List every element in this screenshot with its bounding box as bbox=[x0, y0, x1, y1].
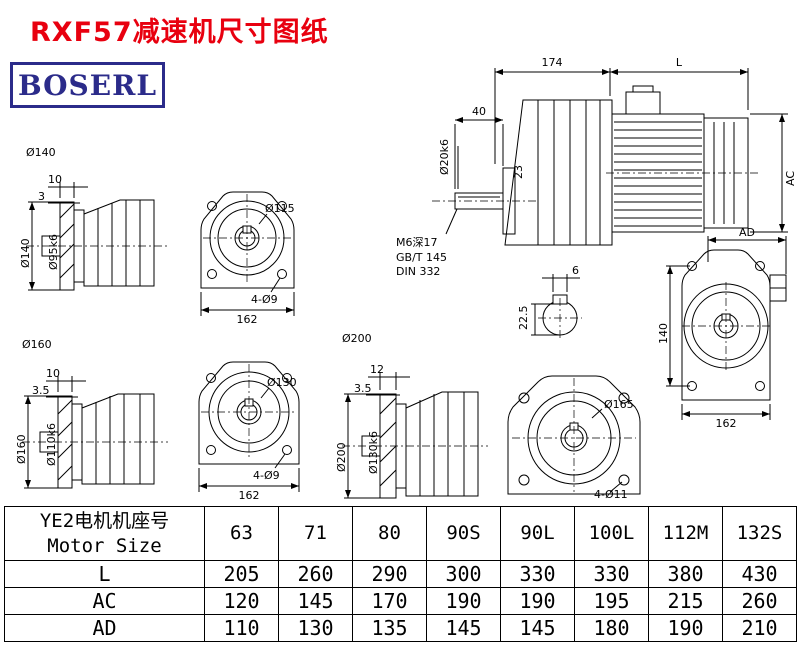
dim-flange-dia: Ø200 bbox=[335, 442, 348, 472]
column-header-90l: 90L bbox=[500, 506, 575, 561]
dim-gearbox-length: 174 bbox=[542, 56, 563, 69]
dim-height: 140 bbox=[657, 323, 670, 344]
dim-motor-height: AC bbox=[784, 171, 797, 186]
dim-pilot-depth: 3.5 bbox=[354, 382, 372, 395]
cell-ac-90s: 190 bbox=[426, 587, 501, 615]
cell-ad-100l: 180 bbox=[574, 614, 649, 642]
row-label-ad: AD bbox=[4, 614, 205, 642]
table-row-ac: AC 120 145 170 190 190 195 215 260 bbox=[4, 587, 797, 615]
column-header-63: 63 bbox=[204, 506, 279, 561]
dimension-table: YE2电机机座号 Motor Size 63 71 80 90S 90L 100… bbox=[4, 506, 797, 642]
cell-ad-112m: 190 bbox=[648, 614, 723, 642]
note-standard-gb: GB/T 145 bbox=[396, 251, 447, 264]
dim-bolt-circle: Ø130 bbox=[267, 376, 297, 389]
section-label: Ø160 bbox=[22, 338, 52, 351]
column-header-112m: 112M bbox=[648, 506, 723, 561]
cell-l-71: 260 bbox=[278, 560, 353, 588]
cell-ad-71: 130 bbox=[278, 614, 353, 642]
table-row-l: L 205 260 290 300 330 330 380 430 bbox=[4, 560, 797, 588]
flange200-side-geometry bbox=[342, 372, 488, 499]
dim-bolt-holes: 4-Ø9 bbox=[253, 469, 280, 482]
cell-l-112m: 380 bbox=[648, 560, 723, 588]
dim-flange-thickness: 12 bbox=[370, 363, 384, 376]
dim-shaft-length: 40 bbox=[472, 105, 486, 118]
cell-ad-132s: 210 bbox=[722, 614, 797, 642]
flange140-front-geometry bbox=[200, 191, 295, 316]
cell-ac-132s: 260 bbox=[722, 587, 797, 615]
cell-l-100l: 330 bbox=[574, 560, 649, 588]
dim-pilot-dia: Ø95k6 bbox=[47, 234, 60, 270]
dim-pilot-dia: Ø110k6 bbox=[45, 423, 58, 466]
rear-view-geometry bbox=[666, 236, 787, 420]
cell-ac-112m: 215 bbox=[648, 587, 723, 615]
main-assembly-geometry bbox=[432, 68, 788, 340]
dim-width: 162 bbox=[237, 313, 258, 326]
view-flange200-side: Ø200 12 3.5 Ø200 Ø13 bbox=[335, 332, 488, 499]
cell-l-90s: 300 bbox=[426, 560, 501, 588]
dim-bolt-circle: Ø165 bbox=[604, 398, 634, 411]
section-label: Ø140 bbox=[26, 146, 56, 159]
page-title: RXF57减速机尺寸图纸 bbox=[30, 17, 329, 48]
dim-flange-thickness: 10 bbox=[48, 173, 62, 186]
flange160-side-geometry bbox=[22, 376, 168, 489]
motor-size-header-en: Motor Size bbox=[47, 534, 162, 557]
cell-ad-63: 110 bbox=[204, 614, 279, 642]
dim-motor-length: L bbox=[676, 56, 683, 69]
cell-ac-80: 170 bbox=[352, 587, 427, 615]
cell-ad-80: 135 bbox=[352, 614, 427, 642]
column-header-80: 80 bbox=[352, 506, 427, 561]
view-rear: AD 140 162 bbox=[657, 226, 787, 430]
dim-bolt-circle: Ø115 bbox=[265, 202, 295, 215]
dim-bolt-holes: 4-Ø9 bbox=[251, 293, 278, 306]
dim-flange-dia: Ø160 bbox=[15, 434, 28, 464]
cell-ac-71: 145 bbox=[278, 587, 353, 615]
table-header-row: YE2电机机座号 Motor Size 63 71 80 90S 90L 100… bbox=[4, 506, 797, 561]
flange160-front-geometry bbox=[198, 361, 300, 492]
dim-width: 162 bbox=[239, 489, 260, 502]
dim-bolt-holes: 4-Ø11 bbox=[594, 488, 628, 501]
cell-ad-90l: 145 bbox=[500, 614, 575, 642]
cell-l-90l: 330 bbox=[500, 560, 575, 588]
view-flange160-side: Ø160 10 3.5 Ø160 Ø11 bbox=[15, 338, 168, 489]
note-standard-din: DIN 332 bbox=[396, 265, 440, 278]
cell-l-63: 205 bbox=[204, 560, 279, 588]
note-tapped-hole: M6深17 bbox=[396, 236, 438, 249]
dim-pilot-depth: 3 bbox=[38, 190, 45, 203]
motor-size-header-cn: YE2电机机座号 bbox=[39, 509, 170, 532]
dim-flange-dia: Ø140 bbox=[19, 238, 32, 268]
flange200-front-geometry bbox=[507, 375, 641, 495]
dim-ad: AD bbox=[739, 226, 755, 239]
cell-ac-63: 120 bbox=[204, 587, 279, 615]
logo-boserl: BOSERL bbox=[10, 62, 165, 108]
cell-l-80: 290 bbox=[352, 560, 427, 588]
dim-key-width: 6 bbox=[572, 264, 579, 277]
cell-ad-90s: 145 bbox=[426, 614, 501, 642]
view-flange160-front: Ø130 4-Ø9 162 bbox=[198, 361, 300, 502]
flange140-side-geometry bbox=[26, 182, 168, 291]
cell-l-132s: 430 bbox=[722, 560, 797, 588]
row-label-l: L bbox=[4, 560, 205, 588]
column-header-100l: 100L bbox=[574, 506, 649, 561]
motor-size-header: YE2电机机座号 Motor Size bbox=[4, 506, 205, 561]
dim-center-offset: 23 bbox=[512, 165, 525, 179]
view-main-assembly: 174 L 40 Ø20k6 23 AC M6深17 GB/T 145 DIN … bbox=[396, 56, 797, 340]
section-label: Ø200 bbox=[342, 332, 372, 345]
dim-pilot-depth: 3.5 bbox=[32, 384, 50, 397]
view-flange200-front: Ø165 4-Ø11 bbox=[507, 375, 641, 501]
dim-shaft-diameter: Ø20k6 bbox=[438, 139, 451, 175]
view-flange140-front: Ø115 4-Ø9 162 bbox=[200, 191, 295, 326]
dim-pilot-dia: Ø130k6 bbox=[367, 431, 380, 474]
dim-key-depth: 22.5 bbox=[517, 306, 530, 331]
cell-ac-100l: 195 bbox=[574, 587, 649, 615]
column-header-90s: 90S bbox=[426, 506, 501, 561]
row-label-ac: AC bbox=[4, 587, 205, 615]
view-flange140-side: Ø140 10 3 Ø140 Ø95k6 bbox=[19, 146, 168, 291]
column-header-132s: 132S bbox=[722, 506, 797, 561]
table-row-ad: AD 110 130 135 145 145 180 190 210 bbox=[4, 614, 797, 642]
logo-text: BOSERL bbox=[17, 68, 158, 102]
dim-flange-thickness: 10 bbox=[46, 367, 60, 380]
column-header-71: 71 bbox=[278, 506, 353, 561]
cell-ac-90l: 190 bbox=[500, 587, 575, 615]
dim-width: 162 bbox=[716, 417, 737, 430]
